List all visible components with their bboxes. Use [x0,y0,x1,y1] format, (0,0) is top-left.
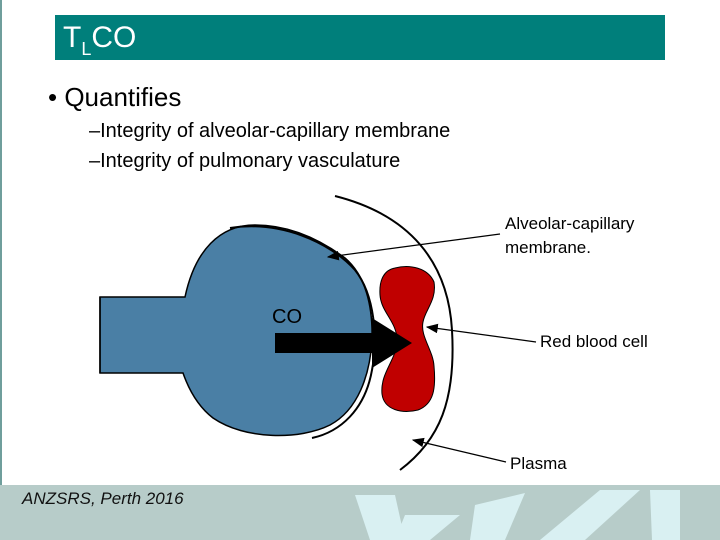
pointer-rbc [425,323,537,343]
footer-band: ANZSRS, Perth 2016 [0,485,720,540]
label-red-blood-cell: Red blood cell [540,332,648,351]
pointer-membrane [326,233,501,261]
title-bar: TLCO [55,15,665,60]
co-arrow-head [372,318,412,368]
label-plasma: Plasma [510,454,567,473]
capillary-outer-wall [334,195,454,471]
red-blood-cell [379,266,436,412]
gas-transfer-diagram [99,195,537,471]
subitem-vasculature-integrity: –Integrity of pulmonary vasculature [89,150,401,172]
membrane-contour [229,225,376,439]
footer-conference: ANZSRS, Perth 2016 [22,489,184,508]
bullet-quantifies: • Quantifies [48,82,182,112]
subitem-membrane-integrity: –Integrity of alveolar-capillary membran… [89,120,451,142]
co-arrow-shaft [275,333,375,353]
label-co: CO [272,306,302,328]
slide-frame-edge [0,0,2,485]
pointer-plasma [411,437,507,463]
label-alveolar-capillary-membrane: Alveolar-capillary membrane. [505,214,635,257]
slide-title: TLCO [63,21,137,59]
footer-logo-watermark [355,490,680,540]
